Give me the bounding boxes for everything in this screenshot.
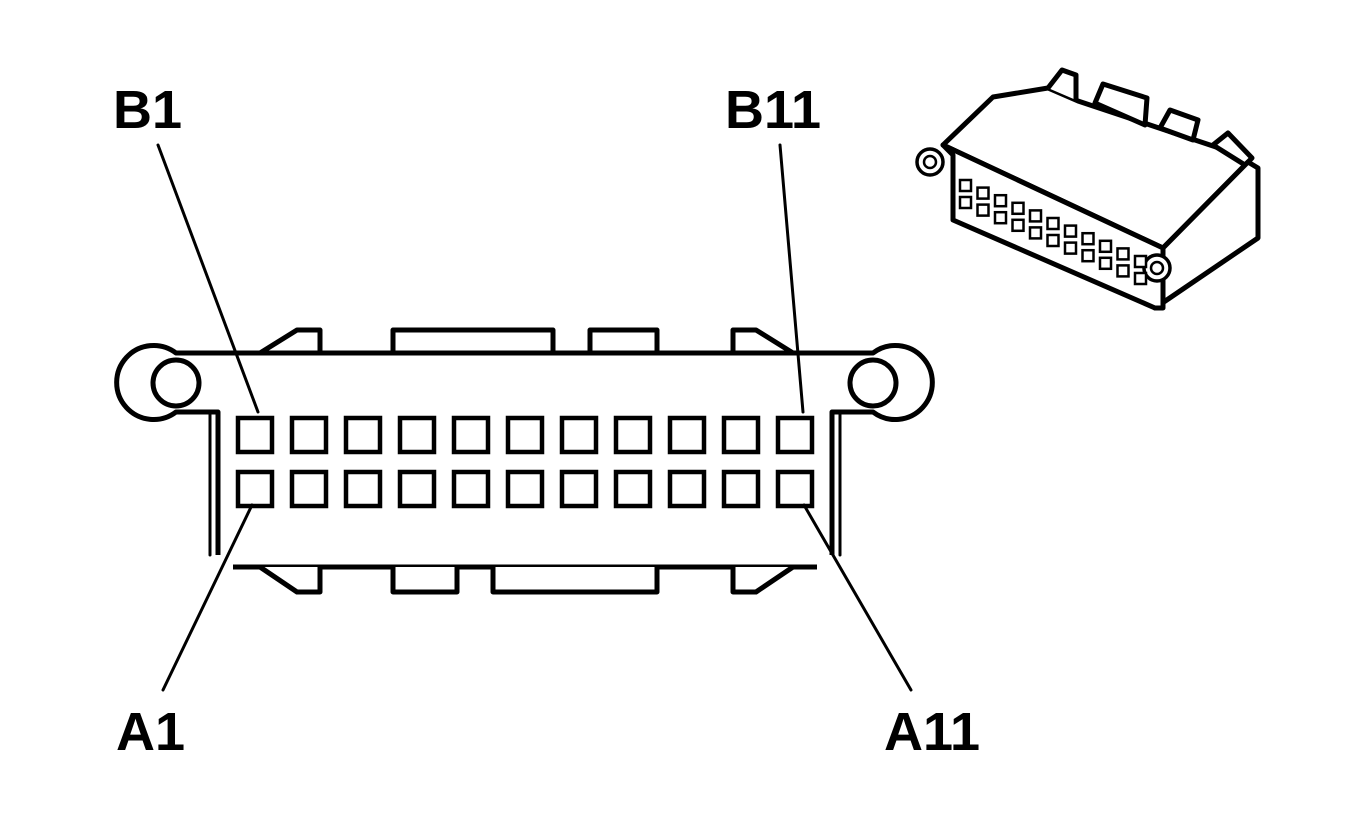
iso-pin-b4 [1011,201,1025,216]
bottom-latch-wide [490,567,660,595]
leader-line-a11 [802,503,913,692]
bottom-latch-small [390,567,460,595]
pin-a4 [397,469,437,509]
top-latch-left [258,327,323,356]
right-mounting-hole [847,357,899,409]
iso-pin-a6 [1046,233,1060,248]
top-latch-middle [587,327,660,353]
iso-pin-a4 [1011,218,1025,233]
pin-b5 [451,415,491,455]
iso-pin-b7 [1063,224,1078,238]
top-latch-wide [390,327,556,353]
pin-a11 [775,469,815,509]
iso-pin-a10 [1116,264,1130,278]
iso-pin-b8 [1081,231,1095,246]
iso-pin-a8 [1081,248,1095,263]
pin-a2 [289,469,329,509]
iso-pin-a9 [1098,256,1113,271]
iso-pin-b1 [958,178,973,193]
iso-pin-b10 [1116,247,1130,261]
top-latch-right [730,327,795,356]
pin-b11 [775,415,815,455]
pin-a6 [505,469,545,509]
connector-isometric-view [915,67,1261,311]
iso-pin-a5 [1028,226,1043,240]
bottom-latch-left [258,564,323,595]
label-b1: B1 [113,80,182,140]
pin-b1 [235,415,275,455]
label-a1: A1 [116,702,185,762]
pin-a5 [451,469,491,509]
leader-line-b11 [778,143,805,414]
pin-b8 [613,415,653,455]
pin-a8 [613,469,653,509]
pin-a7 [559,469,599,509]
iso-pin-b9 [1098,239,1113,254]
iso-pin-a1 [958,195,973,210]
iso-pin-a11 [1133,271,1148,286]
pin-a3 [343,469,383,509]
pin-b6 [505,415,545,455]
pin-a1 [235,469,275,509]
iso-pin-b3 [993,193,1008,208]
connector-face-view [114,327,935,595]
isometric-pin-grid [958,178,1148,286]
pin-a9 [667,469,707,509]
bottom-latch-right [730,564,795,595]
iso-pin-a7 [1063,241,1078,255]
right-mounting-ear [823,343,935,555]
iso-pin-a2 [976,203,990,217]
pin-b4 [397,415,437,455]
label-b11: B11 [725,80,821,140]
pin-b2 [289,415,329,455]
iso-pin-b6 [1046,216,1060,231]
iso-pin-b2 [976,186,990,200]
left-mounting-ear [114,343,228,555]
pin-b3 [343,415,383,455]
pin-b9 [667,415,707,455]
pin-grid [235,415,815,509]
pin-b7 [559,415,599,455]
pin-a10 [721,469,761,509]
leader-line-b1 [156,143,260,414]
label-a11: A11 [884,702,980,762]
pin-b10 [721,415,761,455]
left-mounting-hole [150,357,202,409]
iso-pin-b5 [1028,209,1043,223]
leader-line-a1 [161,503,254,692]
iso-pin-a3 [993,210,1008,225]
iso-pin-b11 [1133,254,1148,269]
